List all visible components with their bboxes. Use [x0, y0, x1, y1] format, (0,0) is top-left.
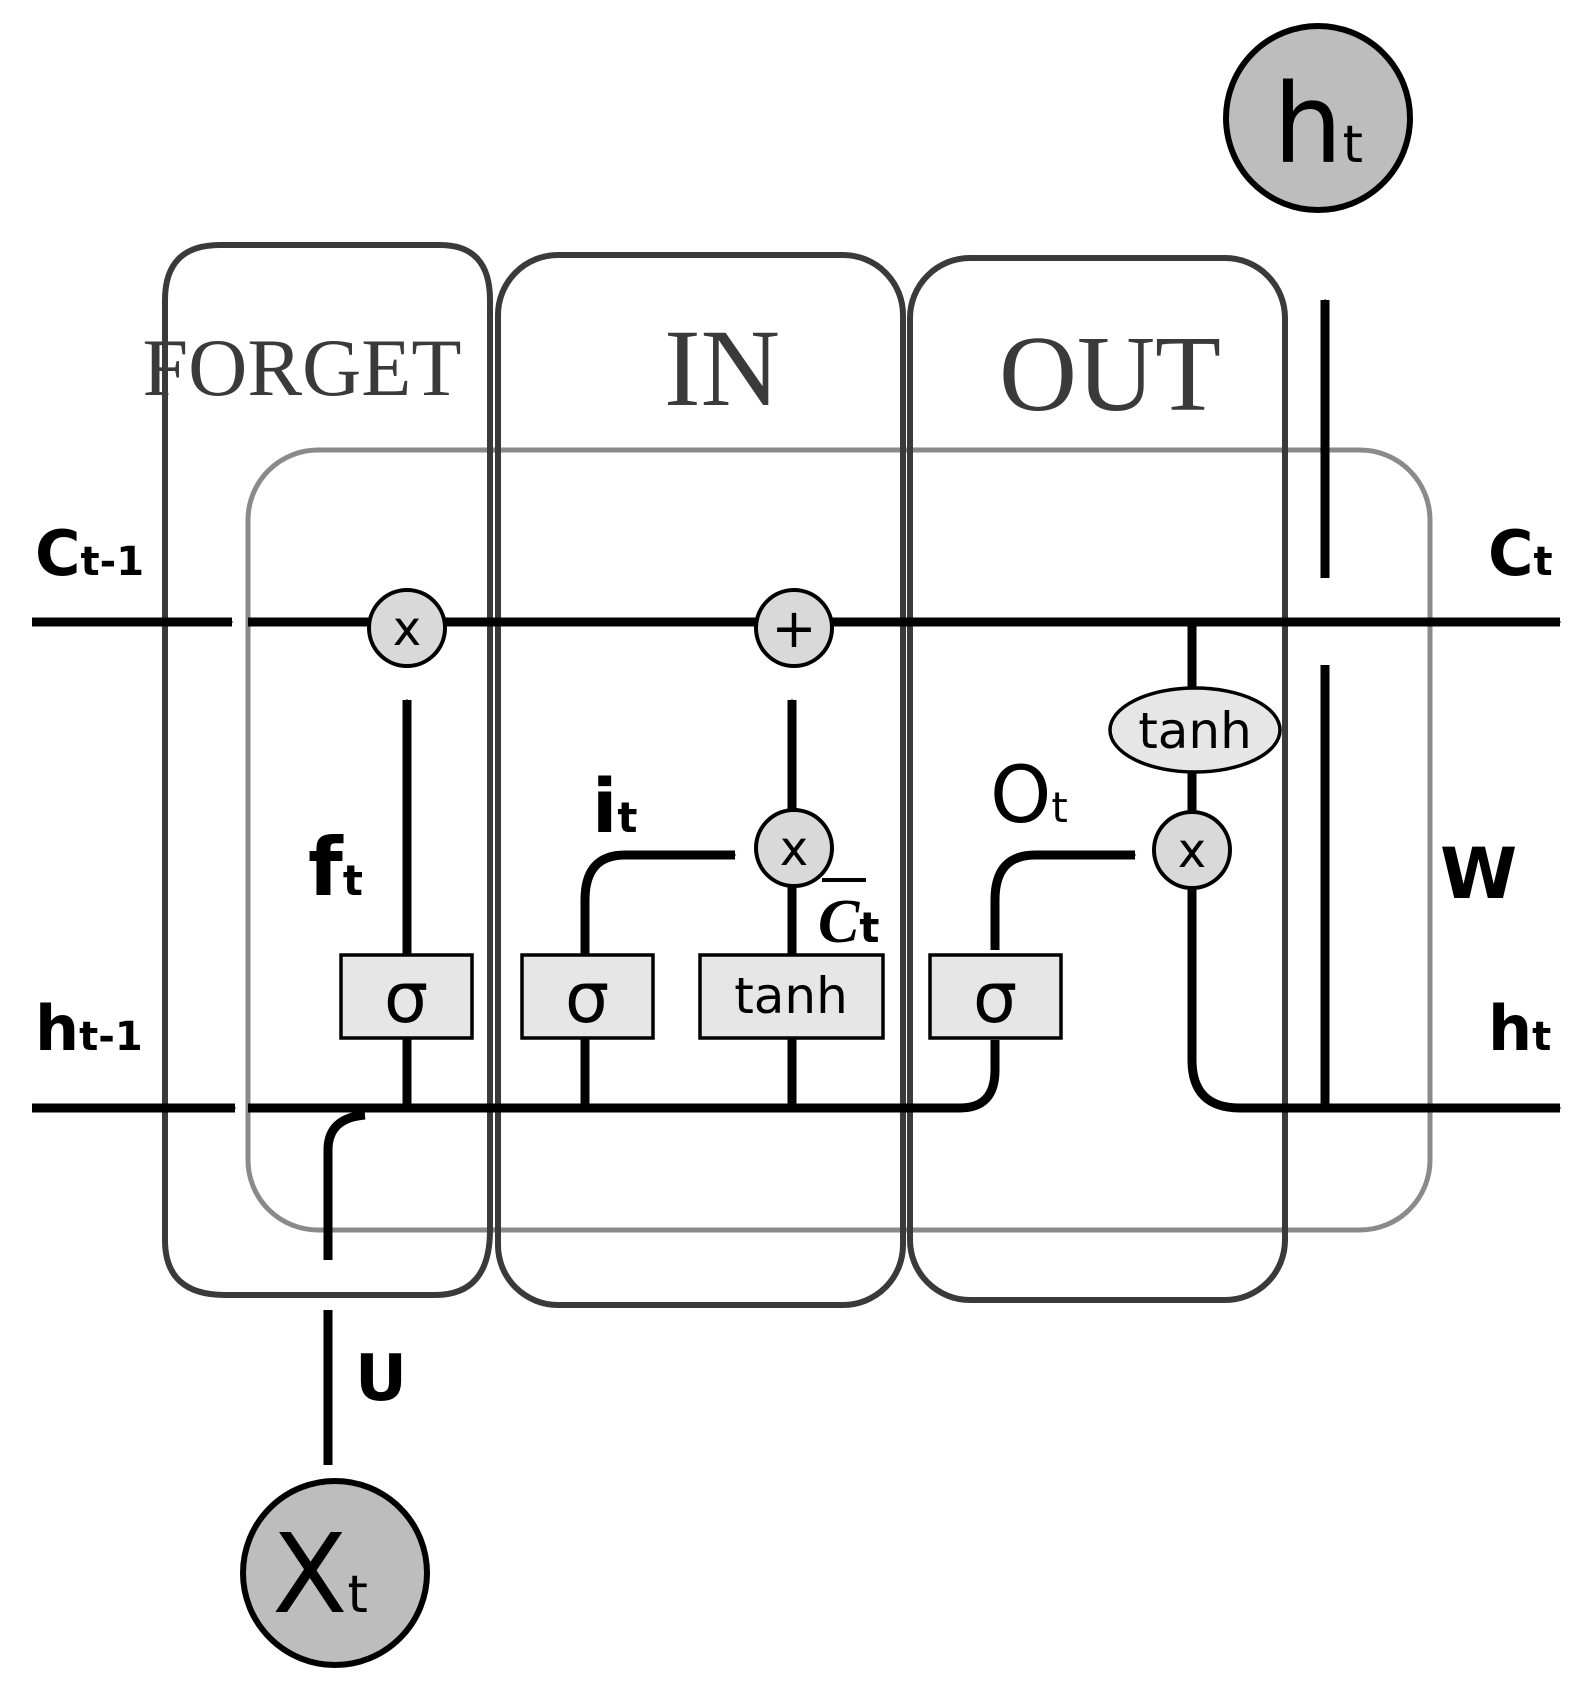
w-weight-label: W [1440, 833, 1517, 915]
candidate-tanh-box: tanh [698, 953, 885, 1040]
input-multiply-symbol: x [780, 821, 808, 877]
forget-sigma-box: σ [339, 953, 474, 1040]
in-gate-box [495, 252, 906, 1308]
h-next-label: ht [1488, 992, 1551, 1065]
candidate-cell-label: Ct [818, 878, 879, 956]
input-sigma-box: σ [520, 953, 655, 1040]
out-gate-title: OUT [999, 315, 1221, 434]
svg-text:ht: ht [1273, 60, 1363, 188]
forget-sigma-label: σ [384, 957, 428, 1039]
forget-multiply-symbol: x [393, 601, 421, 657]
h-prev-label: ht-1 [35, 992, 143, 1065]
out-gate-box [907, 255, 1288, 1303]
u-weight-label: U [355, 1342, 407, 1416]
candidate-tanh-label: tanh [734, 967, 848, 1025]
output-sigma-line [990, 850, 1137, 950]
output-sigma-label: σ [973, 957, 1017, 1039]
cell-add-op: + [754, 588, 834, 668]
c-next-label: Ct [1488, 517, 1553, 590]
x-input-line [323, 1110, 366, 1465]
x-t-node: Xt [240, 1478, 430, 1668]
forget-gate-box [162, 242, 493, 1298]
forget-gate-title: FORGET [143, 322, 462, 413]
input-sigma-line [580, 850, 737, 1108]
svg-text:Xt: Xt [272, 1510, 368, 1638]
input-sigma-label: σ [565, 957, 609, 1039]
hidden-bus-line [248, 1040, 1000, 1113]
h-t-node: ht [1223, 23, 1413, 213]
h-t-node-sub: t [1343, 115, 1363, 175]
cell-add-symbol: + [771, 597, 816, 660]
c-prev-label: Ct-1 [35, 517, 144, 590]
cell-tanh-ellipse: tanh [1108, 686, 1282, 774]
input-gate-output-label: it [592, 764, 637, 850]
input-multiply-op: x [754, 808, 834, 888]
output-multiply-symbol: x [1178, 823, 1206, 879]
forget-multiply-op: x [367, 588, 447, 668]
output-gate-output-label: Ot [990, 751, 1068, 841]
svg-text:Ct: Ct [818, 888, 879, 956]
h-t-node-base: h [1273, 60, 1343, 188]
cell-tanh-label: tanh [1138, 702, 1252, 760]
forget-gate-output-label: ft [308, 821, 363, 914]
output-multiply-op: x [1152, 810, 1232, 890]
cell-box [245, 447, 1433, 1233]
in-gate-title: IN [664, 307, 780, 429]
x-t-node-sub: t [347, 1565, 367, 1625]
output-sigma-box: σ [928, 953, 1063, 1040]
x-t-node-base: X [272, 1510, 347, 1638]
